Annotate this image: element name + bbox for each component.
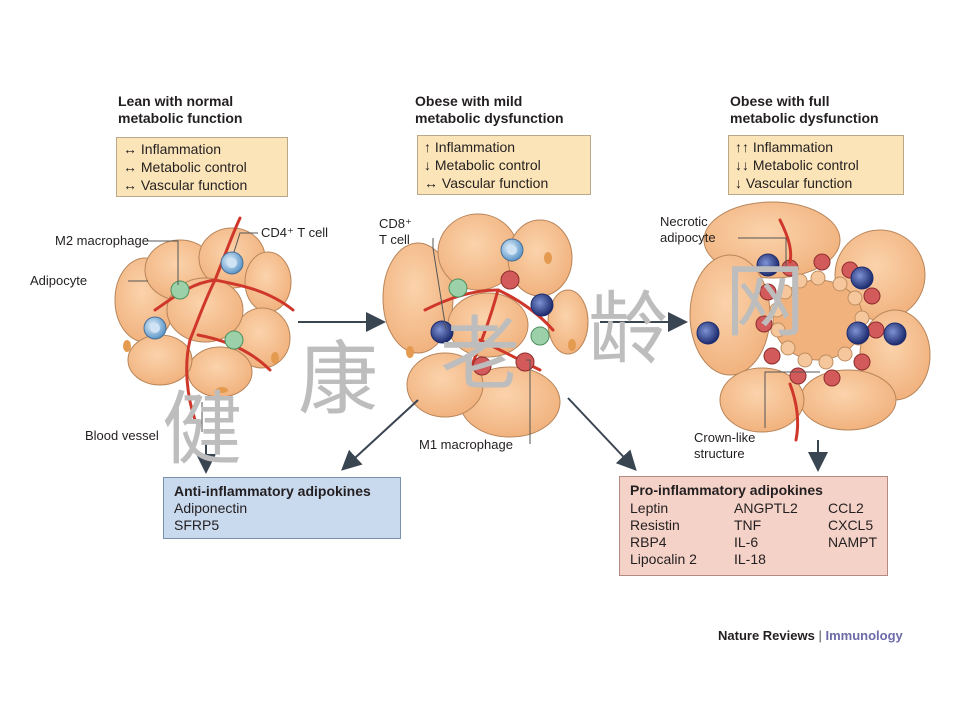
pro-item: IL-18 [734, 551, 766, 567]
m2-macrophage [224, 330, 244, 350]
label-necrotic-adipocyte: Necrotic adipocyte [660, 214, 716, 246]
inflammation-row: ↑ Inflammation [424, 139, 516, 155]
journal-subject: Immunology [825, 628, 903, 643]
m2-macrophage [170, 280, 190, 300]
label-m2-macrophage: M2 macrophage [55, 233, 149, 248]
m2-macrophage [448, 278, 468, 298]
adipocyte [689, 254, 771, 376]
adipocyte [406, 352, 484, 418]
journal-credit: Nature Reviews | Immunology [718, 628, 903, 643]
label-line: structure [694, 446, 745, 461]
lean-tissue-cluster [114, 227, 292, 398]
adipocyte-nuclei [406, 252, 576, 358]
watermark-char: 康 [298, 333, 378, 426]
label-line: Crown-like [694, 430, 756, 445]
vascular-function-row: ↓ Vascular function [735, 175, 853, 191]
pro-col-2: ANGPTL2 TNF IL-6 IL-18 [734, 500, 798, 568]
arrow-mild-to-anti [341, 399, 419, 471]
pro-item: CCL2 [828, 500, 864, 516]
label-cd8-t-cell: CD8⁺ T cell [379, 216, 412, 248]
adipocyte-nuclei [123, 340, 279, 393]
full-vessels [778, 218, 800, 442]
adipocyte [799, 369, 897, 431]
arrow-mild-to-pro [567, 397, 637, 471]
vascular-function-row: ↔ Vascular function [424, 175, 549, 191]
pro-item: Resistin [630, 517, 680, 533]
metabolic-control-row: ↓ Metabolic control [424, 157, 541, 173]
cd8-t-cell [756, 253, 780, 277]
pro-col-1: Leptin Resistin RBP4 Lipocalin 2 [630, 500, 697, 568]
label-blood-vessel: Blood vessel [85, 428, 159, 443]
title-line: Lean with normal [118, 93, 234, 109]
cd8-t-cell [530, 293, 554, 317]
inflammation-row: ↑↑ Inflammation [735, 139, 834, 155]
status-box-mild: ↑ Inflammation ↓ Metabolic control ↔ Vas… [417, 135, 591, 195]
inflammation-row: ↔ Inflammation [123, 141, 222, 157]
pro-item: TNF [734, 517, 762, 533]
anti-item: Adiponectin [174, 500, 248, 516]
label-adipocyte: Adipocyte [30, 273, 88, 288]
cd8-t-cell [850, 266, 874, 290]
watermark-char: 健 [162, 383, 242, 476]
pro-box-title: Pro-inflammatory adipokines [630, 482, 823, 498]
credit-separator: | [818, 628, 822, 643]
title-line: metabolic dysfunction [730, 110, 879, 126]
adipocyte [127, 334, 193, 386]
title-line: Obese with full [730, 93, 830, 109]
pro-item: IL-6 [734, 534, 759, 550]
m1-macrophage [500, 270, 520, 290]
status-box-full: ↑↑ Inflammation ↓↓ Metabolic control ↓ V… [728, 135, 904, 195]
anti-inflammatory-box: Anti-inflammatory adipokines Adiponectin… [163, 477, 401, 539]
label-line: adipocyte [660, 230, 716, 245]
label-crown-like-structure: Crown-like structure [694, 430, 755, 462]
cd8-t-cell [430, 320, 454, 344]
pro-item: NAMPT [828, 534, 877, 550]
watermark-char: 老 [440, 308, 520, 401]
pro-item: ANGPTL2 [734, 500, 798, 516]
adipocyte [719, 367, 805, 433]
vascular-function-row: ↔ Vascular function [123, 177, 248, 193]
metabolic-control-row: ↓↓ Metabolic control [735, 157, 859, 173]
label-line: T cell [379, 232, 410, 247]
anti-item: SFRP5 [174, 517, 220, 533]
stage-title-lean: Lean with normal metabolic function [118, 93, 242, 127]
pro-item: CXCL5 [828, 517, 874, 533]
adipocyte [547, 289, 589, 355]
journal-name: Nature Reviews [718, 628, 815, 643]
stage-title-mild: Obese with mild metabolic dysfunction [415, 93, 564, 127]
mild-immune-cells [430, 238, 554, 376]
title-line: metabolic function [118, 110, 243, 126]
watermark-char: 网 [725, 255, 805, 348]
status-box-lean: ↔ Inflammation ↔ Metabolic control ↔ Vas… [116, 137, 288, 197]
mild-tissue-cluster [382, 213, 589, 438]
pro-item: RBP4 [630, 534, 667, 550]
lean-immune-cells [143, 251, 244, 350]
cd8-t-cell [883, 322, 907, 346]
pro-item: Leptin [630, 500, 669, 516]
label-line: CD8⁺ [379, 216, 412, 231]
label-m1-macrophage: M1 macrophage [419, 437, 513, 452]
cd8-t-cell [696, 321, 720, 345]
title-line: Obese with mild [415, 93, 523, 109]
title-line: metabolic dysfunction [415, 110, 564, 126]
m1-macrophage [472, 356, 492, 376]
leader-lines [128, 232, 820, 444]
pro-col-3: CCL2 CXCL5 NAMPT [828, 500, 877, 551]
label-line: Necrotic [660, 214, 708, 229]
pro-inflammatory-box: Pro-inflammatory adipokines Leptin Resis… [619, 476, 888, 576]
full-immune-cells [696, 253, 907, 346]
label-cd4-t-cell: CD4⁺ T cell [261, 225, 329, 240]
metabolic-control-row: ↔ Metabolic control [123, 159, 247, 175]
anti-box-title: Anti-inflammatory adipokines [174, 483, 371, 499]
pro-item: Lipocalin 2 [630, 551, 697, 567]
stage-title-full: Obese with full metabolic dysfunction [730, 93, 879, 127]
watermark-char: 龄 [588, 283, 668, 376]
cd8-t-cell [846, 321, 870, 345]
flow-arrows [196, 312, 828, 474]
m2-macrophage [530, 326, 550, 346]
